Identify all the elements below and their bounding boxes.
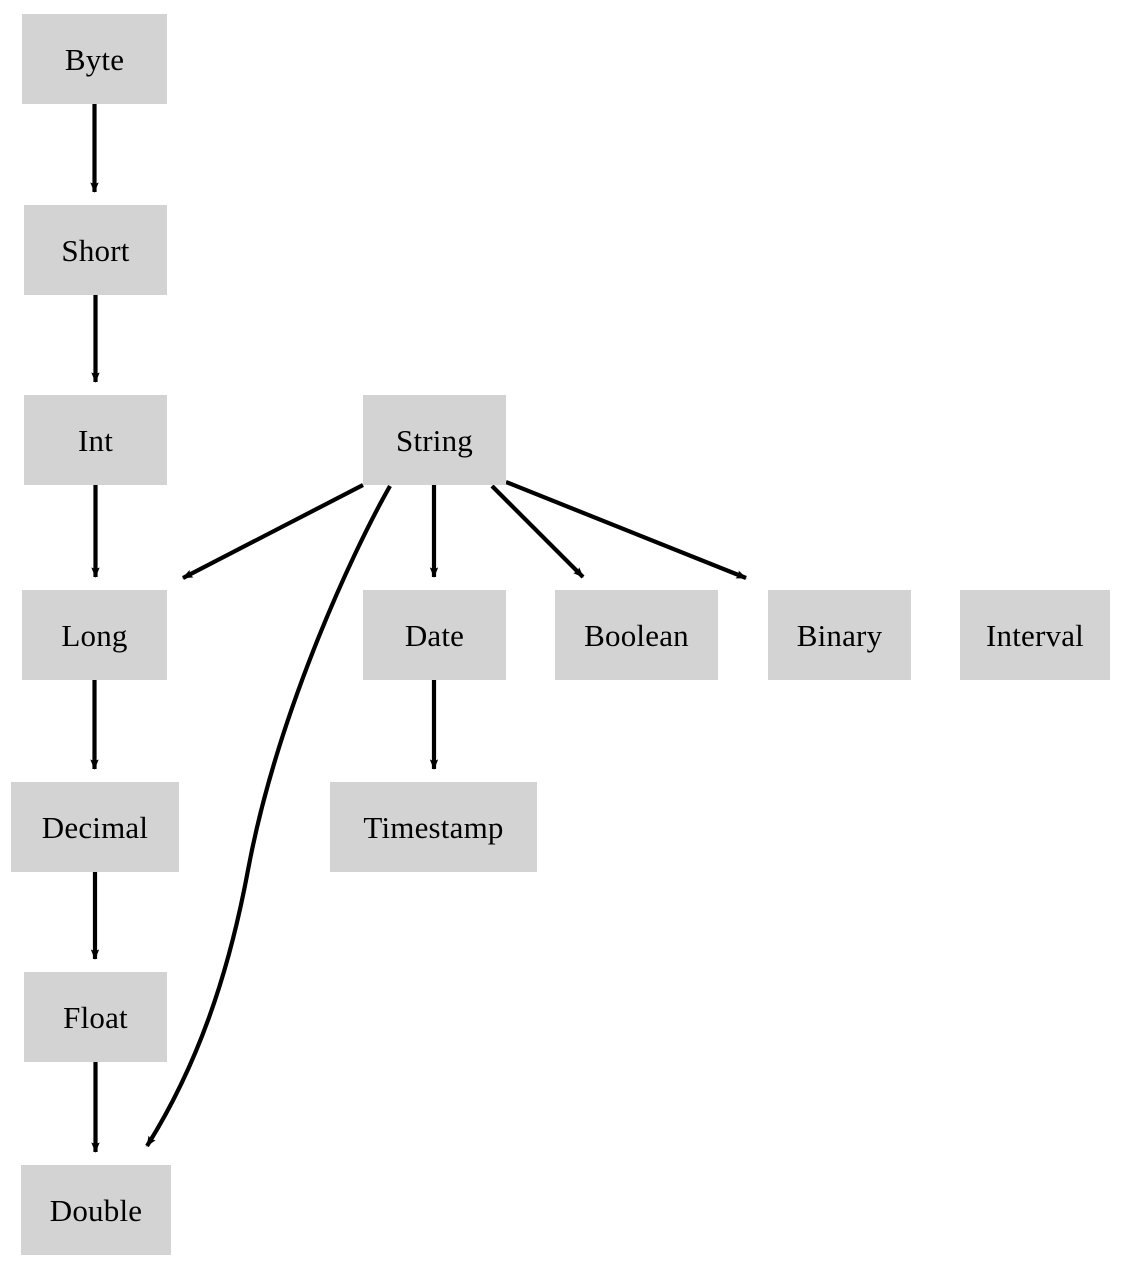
- node-binary[interactable]: Binary: [768, 590, 911, 680]
- node-double[interactable]: Double: [21, 1165, 171, 1255]
- node-label-interval: Interval: [986, 617, 1084, 653]
- node-label-timestamp: Timestamp: [363, 809, 504, 845]
- node-label-boolean: Boolean: [584, 617, 689, 653]
- node-label-binary: Binary: [796, 617, 883, 653]
- edge-string-boolean: [490, 484, 585, 579]
- node-float[interactable]: Float: [24, 972, 167, 1062]
- edge-string-long: [182, 483, 364, 580]
- node-label-long: Long: [61, 617, 128, 653]
- node-interval[interactable]: Interval: [960, 590, 1110, 680]
- node-string[interactable]: String: [363, 395, 506, 485]
- node-int[interactable]: Int: [24, 395, 167, 485]
- node-label-byte: Byte: [64, 41, 125, 77]
- node-label-double: Double: [49, 1192, 143, 1228]
- node-long[interactable]: Long: [22, 590, 167, 680]
- node-label-string: String: [396, 422, 473, 458]
- node-label-float: Float: [63, 999, 128, 1035]
- node-byte[interactable]: Byte: [22, 14, 167, 104]
- node-decimal[interactable]: Decimal: [11, 782, 179, 872]
- node-label-date: Date: [404, 617, 465, 653]
- node-date[interactable]: Date: [363, 590, 506, 680]
- node-label-decimal: Decimal: [41, 809, 149, 845]
- node-short[interactable]: Short: [24, 205, 167, 295]
- node-label-int: Int: [77, 422, 114, 458]
- edge-string-binary: [505, 480, 747, 580]
- node-label-short: Short: [61, 232, 130, 268]
- node-boolean[interactable]: Boolean: [555, 590, 718, 680]
- node-timestamp[interactable]: Timestamp: [330, 782, 537, 872]
